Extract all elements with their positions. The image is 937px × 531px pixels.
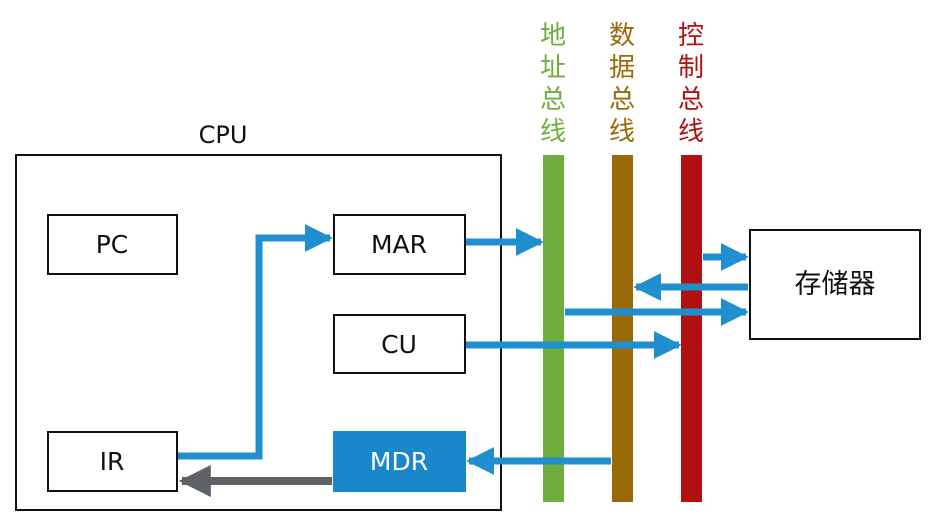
address-bus-label-2: 址: [540, 53, 566, 83]
address-bus-label-1: 地: [540, 21, 566, 51]
ir-to-mar-arrow: [178, 224, 333, 460]
mdr-label: MDR: [370, 447, 428, 476]
mar-register: [333, 214, 466, 275]
control-bus: [681, 155, 702, 502]
data-bus-label-1: 数: [609, 21, 635, 51]
memory-box: [749, 229, 921, 340]
data-bus-label-4: 线: [609, 117, 635, 147]
data-bus: [612, 155, 633, 502]
control-bus-label-3: 总: [678, 85, 704, 115]
address-bus: [543, 155, 564, 502]
data-bus-label-3: 总: [609, 85, 635, 115]
data-bus-label-2: 据: [609, 53, 635, 83]
cpu-label: CPU: [199, 121, 248, 149]
cu-label: CU: [381, 330, 417, 359]
control-bus-label-4: 线: [678, 117, 704, 147]
ir-register: [47, 431, 178, 492]
pc-register: [47, 214, 178, 275]
control-bus-label-1: 控: [678, 21, 704, 51]
mdr-register: [333, 431, 466, 492]
memory-label: 存储器: [795, 269, 876, 300]
address-bus-label-3: 总: [540, 85, 566, 115]
pc-label: PC: [96, 230, 129, 259]
cu-register: [333, 314, 466, 374]
ir-label: IR: [100, 447, 125, 476]
mar-label: MAR: [371, 230, 427, 259]
cpu-box: [15, 154, 502, 511]
address-bus-label-4: 线: [540, 117, 566, 147]
control-bus-label-2: 制: [678, 53, 704, 83]
